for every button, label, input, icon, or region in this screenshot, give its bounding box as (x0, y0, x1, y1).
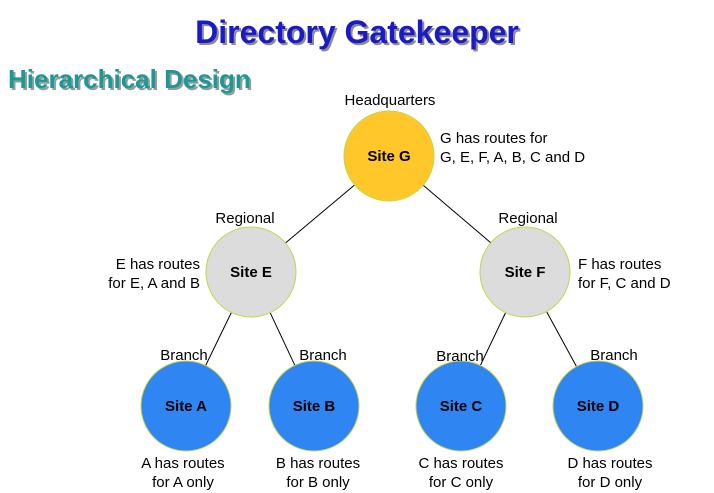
routes-note-e: E has routes for E, A and B (60, 255, 200, 293)
connector-e-a (205, 312, 232, 366)
site-node-d-circle (552, 360, 644, 452)
connector-g-e (285, 184, 355, 244)
routes-note-b-line1: B has routes (275, 455, 361, 472)
site-node-b: Site B (268, 360, 360, 452)
site-node-c: Site C (415, 360, 507, 452)
routes-note-c: C has routes for C only (396, 454, 526, 492)
routes-note-d-line2: for D only (577, 474, 643, 491)
routes-note-e-line1: E has routes (115, 256, 200, 273)
routes-note-g-line2: G, E, F, A, B, C and D (440, 149, 586, 166)
page-subtitle: Hierarchical Design (8, 64, 251, 94)
connector-lines (205, 184, 577, 367)
routes-note-d-line1: D has routes (567, 455, 653, 472)
tier-label-headquarters: Headquarters (344, 92, 436, 109)
routes-note-b-line2: for B only (286, 474, 350, 491)
routes-note-c-line2: for C only (428, 474, 494, 491)
routes-note-g-line1: G has routes for (440, 130, 548, 147)
site-node-g: Site G (343, 110, 435, 202)
site-node-a-circle (140, 360, 232, 452)
connector-f-c (479, 312, 507, 366)
site-node-e-circle (205, 226, 297, 318)
connector-e-b (269, 312, 296, 366)
routes-note-a-line2: for A only (152, 474, 214, 491)
routes-note-g: G has routes for G, E, F, A, B, C and D (440, 129, 585, 167)
connector-f-d (546, 311, 577, 367)
site-node-c-circle (415, 360, 507, 452)
tier-label-regional-e: Regional (215, 210, 275, 227)
site-node-d: Site D (552, 360, 644, 452)
routes-note-f-line1: F has routes (578, 256, 662, 273)
routes-note-f: F has routes for F, C and D (578, 255, 671, 293)
site-node-e-label: Site E (230, 264, 272, 281)
routes-note-d: D has routes for D only (545, 454, 675, 492)
site-node-e: Site E (205, 226, 297, 318)
routes-note-a: A has routes for A only (118, 454, 248, 492)
tier-label-branch-c: Branch (436, 348, 484, 365)
site-node-a-label: Site A (165, 398, 207, 415)
site-node-b-circle (268, 360, 360, 452)
tier-label-branch-a: Branch (160, 347, 208, 364)
site-node-f-circle (479, 226, 571, 318)
site-node-f: Site F (479, 226, 571, 318)
routes-note-e-line2: for E, A and B (108, 275, 200, 292)
site-nodes: Site G Site E Site F Site A Site B Site C Site… (140, 110, 644, 452)
tier-label-branch-b: Branch (299, 347, 347, 364)
site-node-c-label: Site C (440, 398, 483, 415)
connector-g-f (422, 184, 492, 244)
page-title: Directory Gatekeeper (195, 14, 519, 50)
site-node-a: Site A (140, 360, 232, 452)
tier-label-branch-d: Branch (590, 347, 638, 364)
routes-note-c-line1: C has routes (418, 455, 504, 472)
routes-note-a-line1: A has routes (141, 455, 225, 472)
routes-note-b: B has routes for B only (253, 454, 383, 492)
routes-note-f-line2: for F, C and D (578, 275, 671, 292)
site-node-b-label: Site B (293, 398, 336, 415)
site-node-g-label: Site G (367, 148, 410, 165)
site-node-g-circle (343, 110, 435, 202)
site-node-f-label: Site F (505, 264, 546, 281)
site-node-d-label: Site D (577, 398, 620, 415)
tier-label-regional-f: Regional (498, 210, 558, 227)
